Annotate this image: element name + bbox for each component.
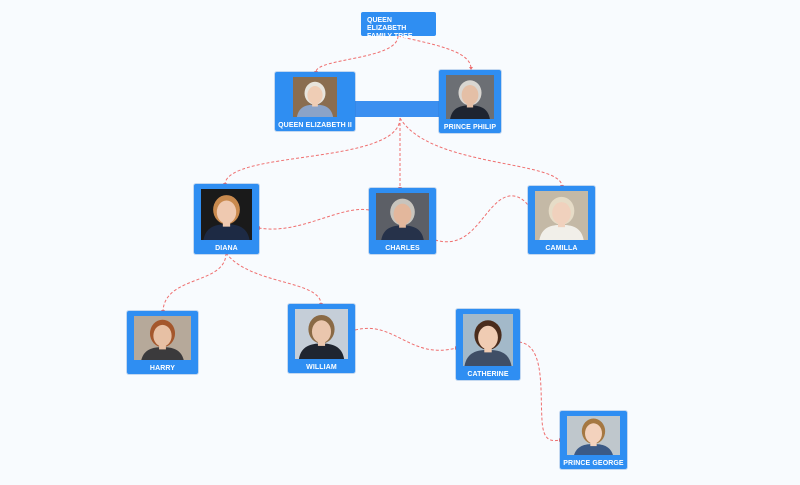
edge-charles-camilla — [434, 195, 529, 243]
spouse-connector — [355, 101, 442, 117]
edge-couple-diana — [224, 117, 401, 185]
portrait-child — [567, 416, 620, 455]
portrait-elderly-man-suit — [446, 75, 494, 119]
member-node-prince-george[interactable]: PRINCE GEORGE — [560, 411, 627, 469]
member-name: PRINCE PHILIP — [443, 124, 497, 131]
portrait-woman-blonde-hair — [201, 189, 252, 240]
member-node-queen-elizabeth[interactable]: QUEEN ELIZABETH II — [275, 72, 355, 131]
member-name: HARRY — [149, 365, 176, 372]
member-name: PRINCE GEORGE — [563, 460, 624, 467]
edge-catherine-george — [518, 341, 561, 442]
member-name: WILLIAM — [306, 364, 337, 371]
title-node[interactable]: QUEEN ELIZABETH FAMILY TREE — [361, 12, 436, 40]
portrait-elderly-woman-white-hair — [293, 77, 337, 117]
edge-william-catherine — [354, 327, 457, 351]
member-node-prince-philip[interactable]: PRINCE PHILIP — [439, 70, 501, 133]
portrait-woman-dark-hair — [463, 314, 513, 366]
member-name: CAMILLA — [545, 245, 578, 252]
portrait-woman-light-hair-sash — [535, 191, 588, 240]
member-name: CHARLES — [385, 245, 420, 252]
edge-title-philip — [397, 35, 472, 69]
member-node-charles[interactable]: CHARLES — [369, 188, 436, 254]
member-node-camilla[interactable]: CAMILLA — [528, 186, 595, 254]
member-node-harry[interactable]: HARRY — [127, 311, 198, 374]
edge-diana-william — [225, 252, 322, 305]
edge-couple-camilla — [399, 117, 563, 187]
portrait-man-grey-hair-suit — [376, 193, 429, 240]
member-name: CATHERINE — [467, 371, 509, 378]
member-node-william[interactable]: WILLIAM — [288, 304, 355, 373]
arrowhead — [469, 67, 473, 70]
diagram-title: QUEEN ELIZABETH FAMILY TREE — [367, 17, 413, 40]
member-node-diana[interactable]: DIANA — [194, 184, 259, 254]
member-name: DIANA — [215, 245, 238, 252]
portrait-man-dark-suit — [295, 309, 348, 359]
member-node-catherine[interactable]: CATHERINE — [456, 309, 520, 380]
edge-diana-harry — [162, 252, 227, 312]
edge-title-elizabeth — [315, 35, 399, 73]
portrait-man-ginger-beard — [134, 316, 191, 360]
member-name: QUEEN ELIZABETH II — [278, 122, 352, 129]
edge-charles-diana — [258, 208, 370, 230]
